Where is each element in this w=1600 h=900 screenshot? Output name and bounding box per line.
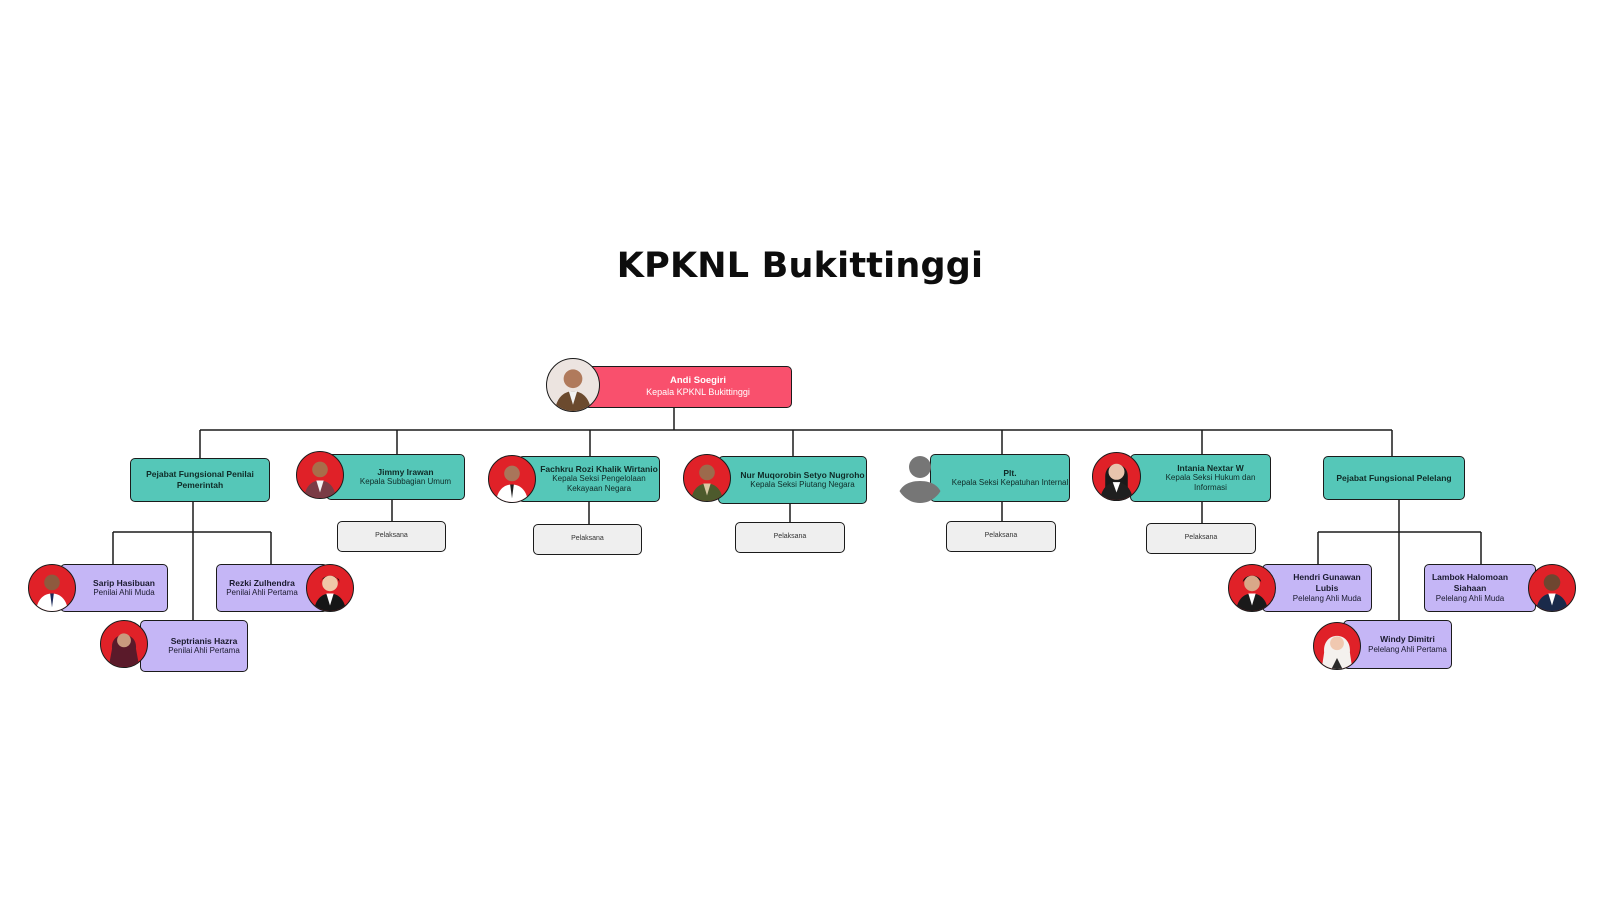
unit-5-staff: Pelaksana [1146,523,1256,554]
unit-3-photo [683,454,731,502]
head-role: Kepala KPKNL Bukittinggi [646,387,750,398]
unit-4-staff-label: Pelaksana [984,532,1018,540]
person-photo-icon [1321,636,1353,669]
unit-pelelang-name: Pejabat Fungsional Pelelang [1336,472,1452,483]
person-photo-icon [313,575,347,611]
unit-subbagian-umum: Jimmy Irawan Kepala Subbagian Umum [326,454,465,500]
unit-pengelolaan-kekayaan: Fachkru Rozi Khalik Wirtanio Kepala Seks… [518,456,660,502]
head-box: Andi Soegiri Kepala KPKNL Bukittinggi [584,366,792,408]
penilai-2-role: Penilai Ahli Pertama [168,646,240,656]
person-photo-icon [35,574,69,611]
pelelang-1-photo [1528,564,1576,612]
unit-1-staff-label: Pelaksana [375,532,408,540]
pelelang-1-role: Pelelang Ahli Muda [1435,593,1505,603]
unit-4-role: Kepala Seksi Kepatuhan Internal [951,478,1069,488]
unit-2-staff: Pelaksana [533,524,642,555]
pelelang-2-photo [1313,622,1361,670]
pelelang-member-box: Windy Dimitri Pelelang Ahli Pertama [1343,620,1452,669]
penilai-2-photo [100,620,148,668]
person-photo-icon [1235,575,1269,611]
unit-1-role: Kepala Subbagian Umum [359,477,452,487]
pelelang-0-name: Hendri Gunawan Lubis [1293,572,1361,593]
person-photo-icon [495,465,529,502]
penilai-0-role: Penilai Ahli Muda [93,588,155,598]
penilai-0-name: Sarip Hasibuan [93,577,155,588]
unit-2-staff-label: Pelaksana [571,535,604,543]
unit-4-name: Plt. [1003,467,1017,478]
unit-5-photo [1092,452,1141,501]
head-photo [546,358,600,412]
head-name: Andi Soegiri [670,375,726,387]
unit-5-staff-label: Pelaksana [1184,534,1218,542]
pelelang-2-name: Windy Dimitri [1380,634,1435,645]
person-photo-icon [690,464,724,501]
unit-3-staff: Pelaksana [735,522,845,553]
unit-kepatuhan-internal: Plt. Kepala Seksi Kepatuhan Internal [930,454,1070,502]
unit-4-photo [896,453,944,503]
person-photo-icon [108,633,140,667]
unit-1-staff: Pelaksana [337,521,446,552]
unit-penilai-pemerintah: Pejabat Fungsional Penilai Pemerintah [130,458,270,502]
unit-3-role: Kepala Seksi Piutang Negara [750,480,855,490]
user-placeholder-icon [897,456,943,503]
unit-5-role: Kepala Seksi Hukum dan Informasi [1165,473,1256,493]
unit-pelelang: Pejabat Fungsional Pelelang [1323,456,1465,500]
penilai-2-name: Septrianis Hazra [170,635,238,646]
unit-penilai-name: Pejabat Fungsional Penilai Pemerintah [146,469,254,490]
unit-2-role: Kepala Seksi Pengelolaan Kekayaan Negara [552,474,646,494]
penilai-member-box: Septrianis Hazra Penilai Ahli Pertama [140,620,248,672]
pelelang-member-box: Hendri Gunawan Lubis Pelelang Ahli Muda [1262,564,1372,612]
person-photo-icon [554,369,592,411]
chart-title: KPKNL Bukittinggi [616,246,984,286]
penilai-1-name: Rezki Zulhendra [229,577,295,588]
unit-1-photo [296,451,344,499]
penilai-0-photo [28,564,76,612]
unit-1-name: Jimmy Irawan [377,466,434,477]
penilai-member-box: Sarip Hasibuan Penilai Ahli Muda [60,564,168,612]
unit-2-name: Fachkru Rozi Khalik Wirtanio [540,463,658,474]
pelelang-0-photo [1228,564,1276,612]
person-photo-icon [303,461,337,498]
person-photo-icon [1535,574,1569,611]
pelelang-1-name: Lambok Halomoan Siahaan [1431,572,1509,593]
unit-2-photo [488,455,536,503]
unit-hukum-informasi: Intania Nextar W Kepala Seksi Hukum dan … [1130,454,1271,502]
unit-4-staff: Pelaksana [946,521,1056,552]
unit-piutang-negara: Nur Muqorobin Setyo Nugroho Kepala Seksi… [718,456,867,504]
pelelang-2-role: Pelelang Ahli Pertama [1368,644,1447,654]
pelelang-0-role: Pelelang Ahli Muda [1292,593,1362,603]
unit-3-staff-label: Pelaksana [773,533,807,541]
person-photo-icon [1099,463,1134,500]
penilai-1-role: Penilai Ahli Pertama [226,588,298,598]
pelelang-member-box: Lambok Halomoan Siahaan Pelelang Ahli Mu… [1424,564,1536,612]
penilai-1-photo [306,564,354,612]
unit-3-name: Nur Muqorobin Setyo Nugroho [740,469,865,480]
unit-5-name: Intania Nextar W [1177,462,1244,473]
